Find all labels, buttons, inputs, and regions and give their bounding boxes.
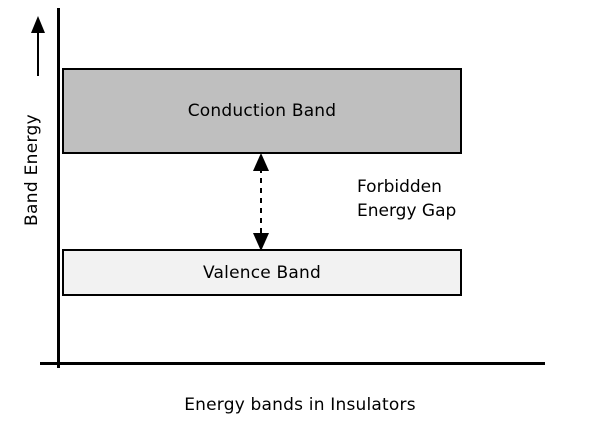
- conduction-band-label: Conduction Band: [187, 101, 337, 121]
- valence-band-label: Valence Band: [203, 262, 321, 283]
- forbidden-energy-gap-label: Forbidden Energy Gap: [357, 175, 456, 223]
- forbidden-energy-gap-label-line-2: Energy Gap: [357, 201, 457, 221]
- double-headed-dashed-arrow-icon: [248, 152, 274, 252]
- valence-band-box: Valence Band: [62, 249, 462, 296]
- y-axis-line: [57, 8, 60, 368]
- forbidden-energy-gap-label-line-1: Forbidden: [357, 177, 442, 197]
- up-arrow-icon: [26, 14, 50, 76]
- figure-caption: Energy bands in Insulators: [184, 395, 416, 415]
- y-axis-label: Band Energy: [22, 114, 42, 226]
- x-axis-line: [40, 362, 545, 365]
- conduction-band-box: Conduction Band: [62, 68, 462, 154]
